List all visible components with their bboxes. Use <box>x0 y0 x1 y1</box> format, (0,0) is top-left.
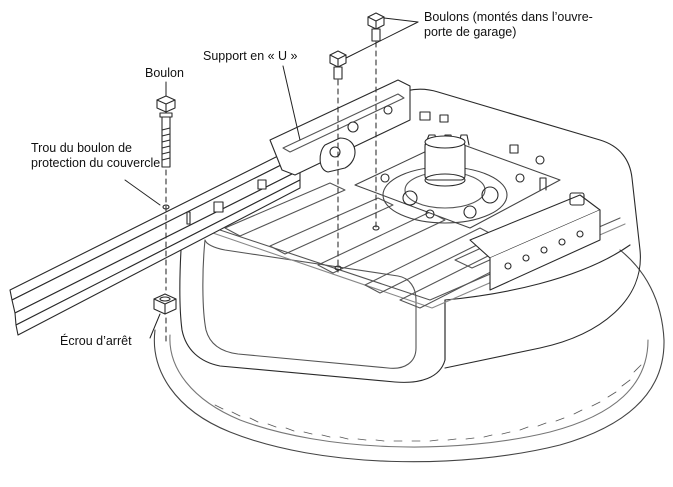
u-bracket <box>269 79 411 176</box>
rail <box>9 149 301 336</box>
label-cover-bolt-hole: Trou du boulon de protection du couvercl… <box>31 141 161 170</box>
mounted-bolt-2 <box>329 50 347 80</box>
motor-sprocket-area <box>354 134 561 229</box>
leader-lines <box>124 17 419 339</box>
label-bolt: Boulon <box>145 66 184 80</box>
top-studs <box>419 111 545 165</box>
label-mounted-bolts: Boulons (montés dans l’ouvre-porte de ga… <box>424 10 593 39</box>
alignment-holes <box>162 204 380 271</box>
alignment-lines <box>165 41 377 346</box>
side-bracket <box>469 177 601 291</box>
base-hatching <box>214 364 642 442</box>
mounted-bolt-1 <box>367 12 385 42</box>
label-u-bracket: Support en « U » <box>203 49 298 63</box>
opener-base <box>153 249 665 463</box>
label-lock-nut: Écrou d’arrêt <box>60 334 132 348</box>
lock-nut <box>153 293 177 315</box>
